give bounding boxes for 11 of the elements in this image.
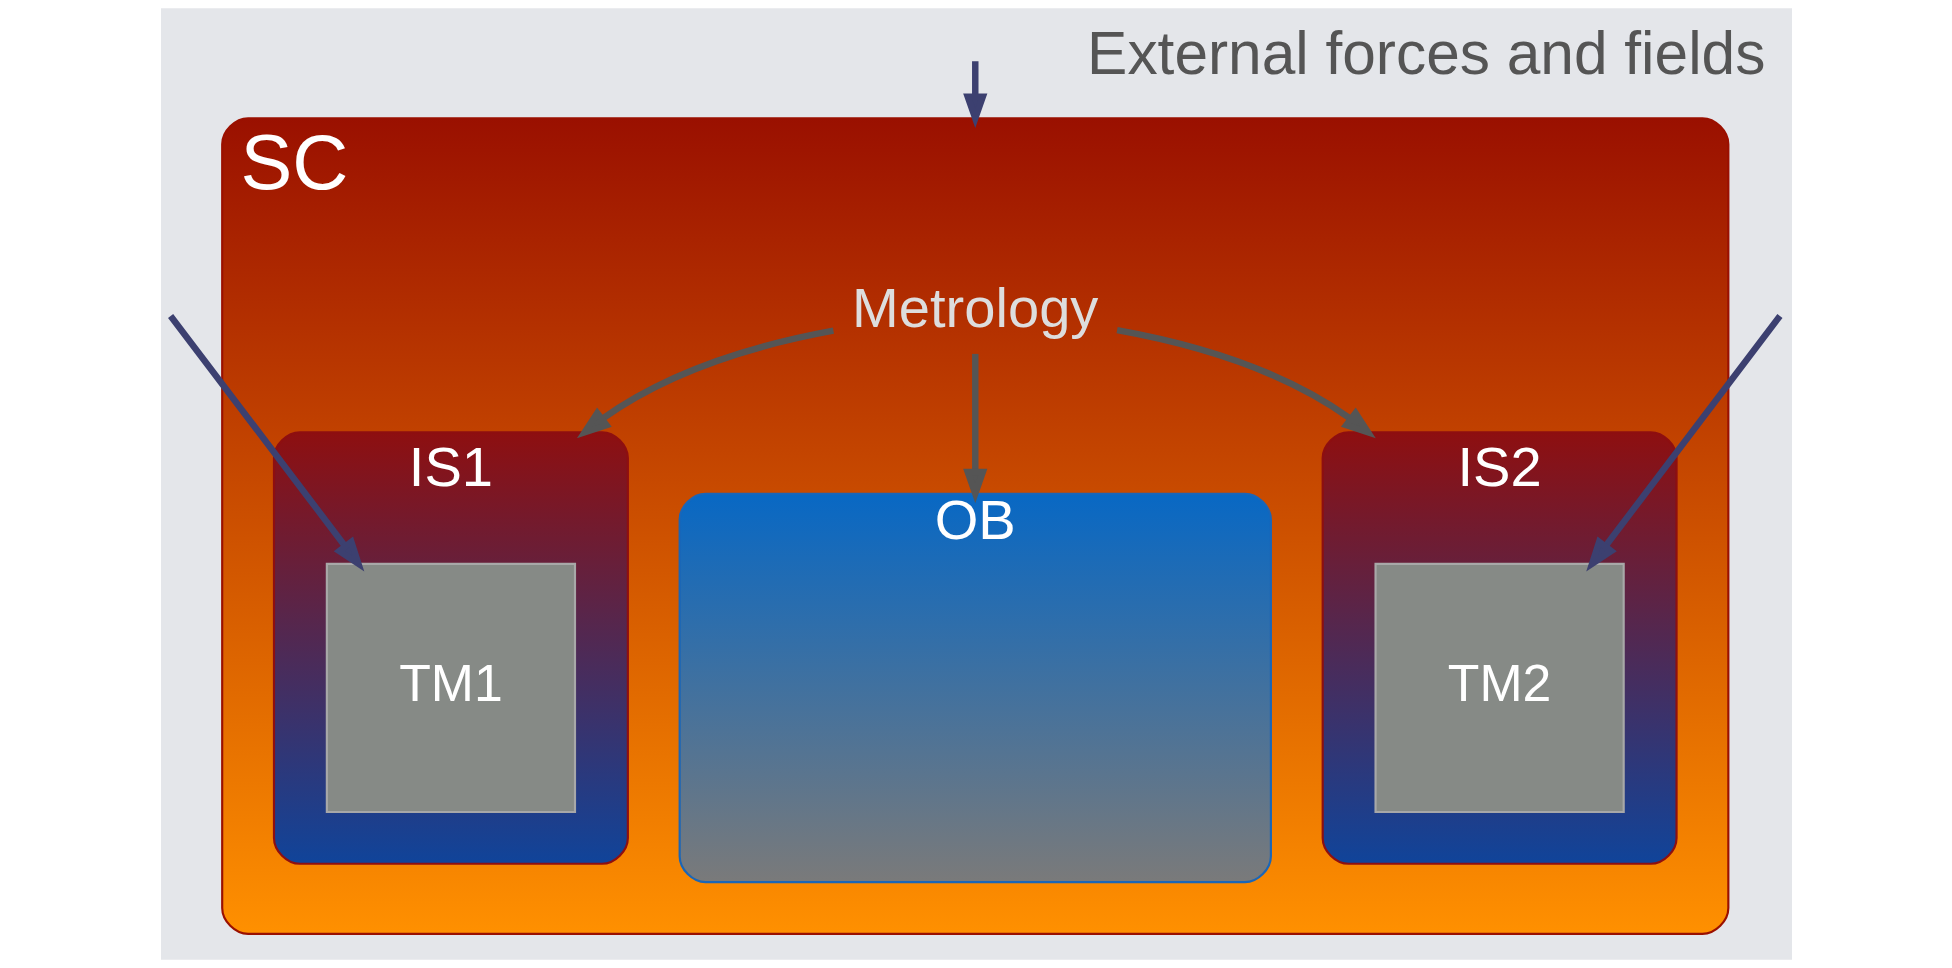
node-box: TM1 xyxy=(325,562,576,814)
arrow xyxy=(962,61,987,129)
node-box: TM2 xyxy=(1373,562,1625,814)
node-text: Metrology xyxy=(851,276,1098,340)
arrow xyxy=(1585,314,1782,572)
node-box: OB xyxy=(678,492,1272,884)
arrow xyxy=(962,353,987,504)
arrow xyxy=(576,327,834,439)
arrow xyxy=(167,314,364,572)
label: External forces and fields xyxy=(1086,18,1765,87)
arrow xyxy=(1116,326,1376,439)
